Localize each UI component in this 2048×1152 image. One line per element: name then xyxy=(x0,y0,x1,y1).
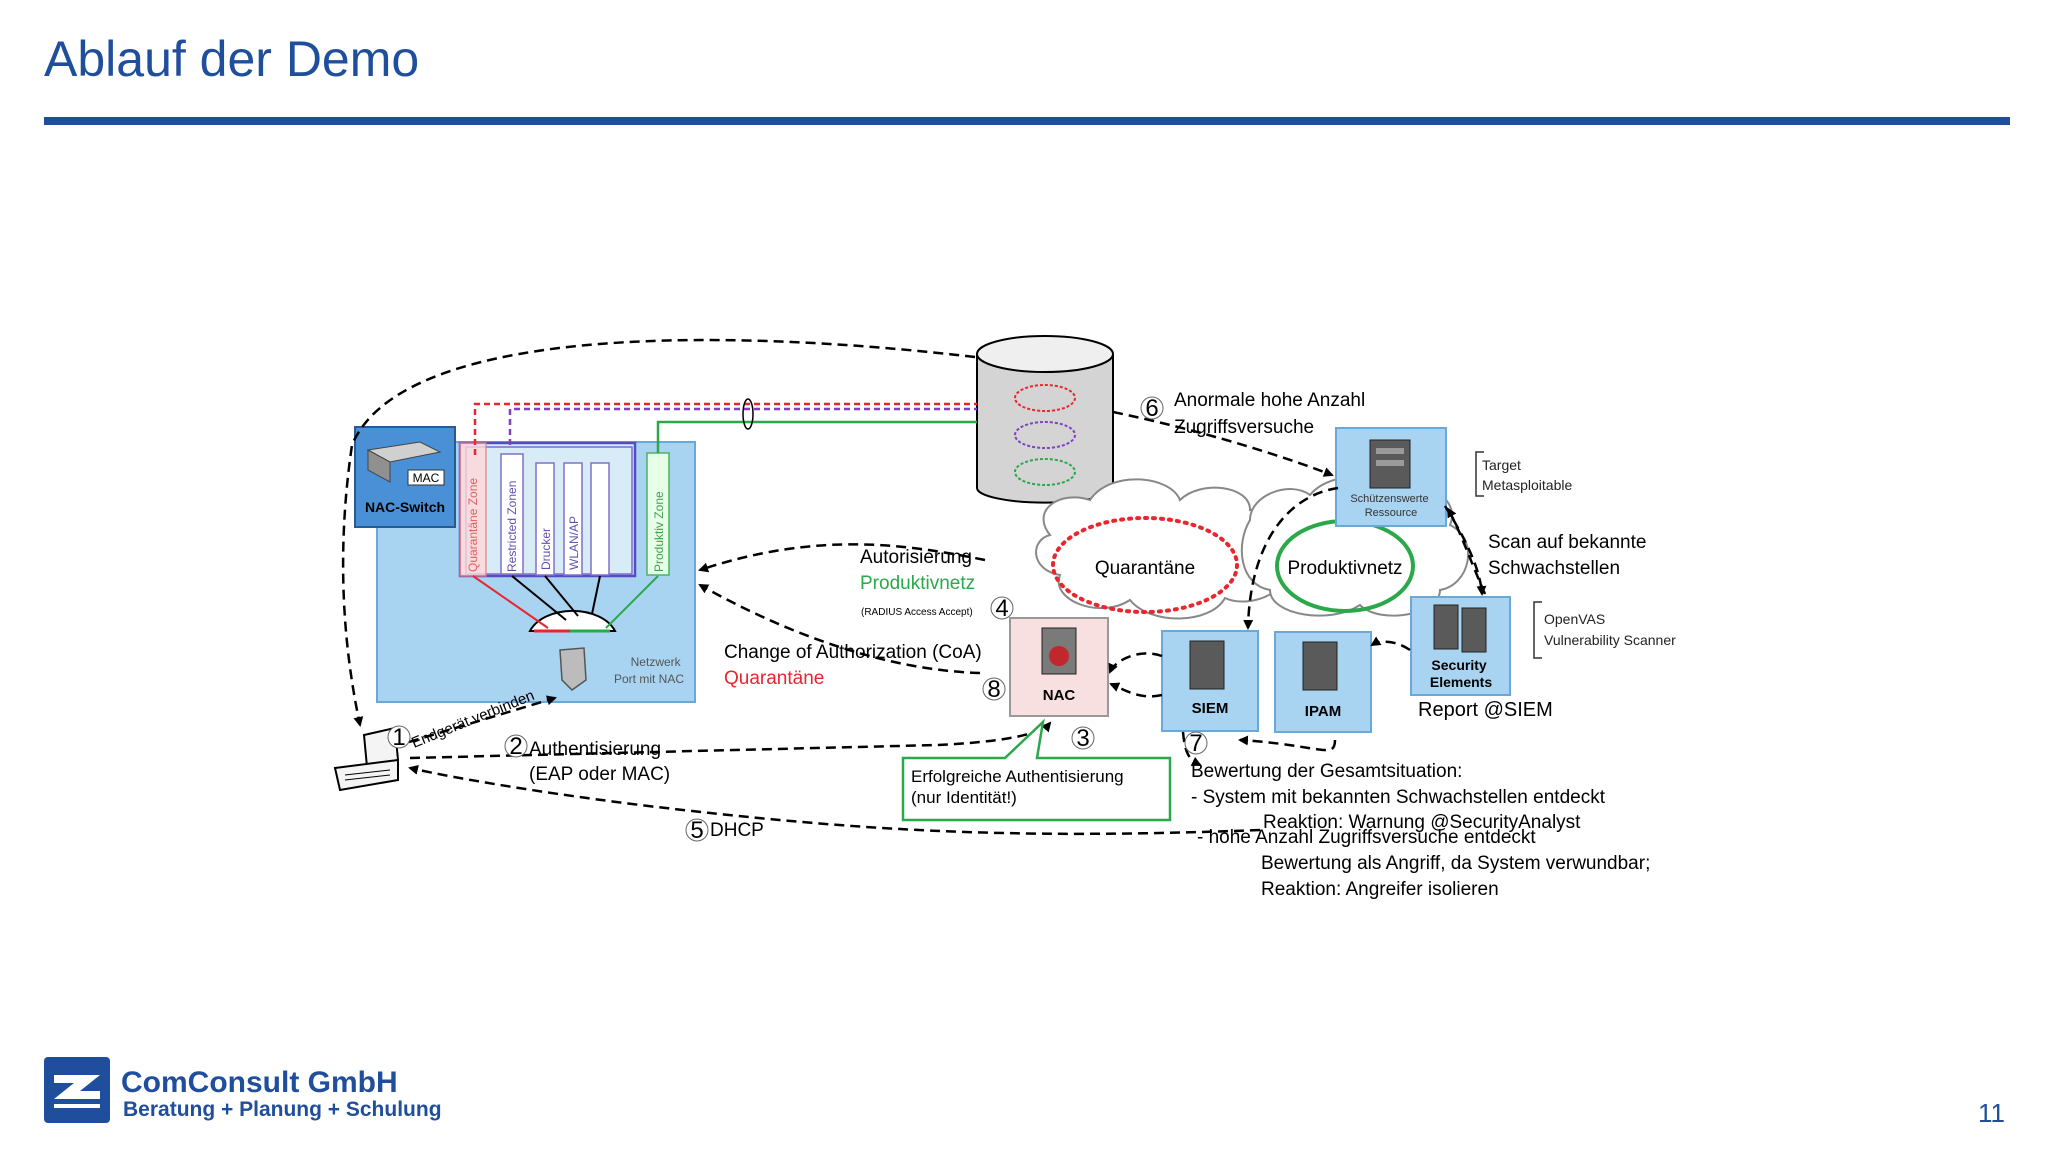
step6-line-2: Zugriffsversuche xyxy=(1174,417,1314,438)
openvas-note-line-2: Vulnerability Scanner xyxy=(1544,632,1676,648)
logo-name: ComConsult GmbH xyxy=(121,1066,398,1099)
zone-wlan-label: WLAN/AP xyxy=(567,516,581,570)
step7-line-4: - hohe Anzahl Zugriffsversuche entdeckt xyxy=(1197,827,1536,848)
step6-num: 6 xyxy=(1145,395,1158,422)
scan-line-1: Scan auf bekannte xyxy=(1488,532,1646,553)
step-markers: 1 2 3 4 5 6 7 8 xyxy=(387,395,1208,844)
protected-resource-line-1: Schützenswerte xyxy=(1350,493,1428,505)
step7-line-5: Bewertung als Angriff, da System verwund… xyxy=(1261,853,1650,874)
security-elements-label: Security Elements xyxy=(1430,657,1492,690)
step5-text: DHCP xyxy=(710,820,764,841)
slide-title: Ablauf der Demo xyxy=(44,31,420,87)
protected-resource: Schützenswerte Ressource Target Metasplo… xyxy=(1335,427,1572,527)
step2-num: 2 xyxy=(509,733,522,760)
port-label-line-1: Netzwerk xyxy=(631,655,682,669)
nac-label: NAC xyxy=(1043,687,1076,704)
step8-num: 8 xyxy=(987,676,1000,703)
vlan-link-purple xyxy=(508,407,977,445)
openvas-note: OpenVAS Vulnerability Scanner xyxy=(1544,611,1676,648)
nac-switch-label: NAC-Switch xyxy=(365,499,445,515)
mac-tag: MAC xyxy=(413,471,440,485)
zone-drucker-label: Drucker xyxy=(539,528,553,570)
step3-line-2: (nur Identität!) xyxy=(911,788,1017,807)
report-label: Report @SIEM xyxy=(1418,699,1553,721)
step7-text: Bewertung der Gesamtsituation: - System … xyxy=(1191,761,1656,900)
step6-text: Anormale hohe Anzahl Zugriffsversuche xyxy=(1174,390,1370,438)
port-label-line-2: Port mit NAC xyxy=(614,672,684,686)
step2-line-1: Authentisierung xyxy=(529,739,661,760)
step7-line-6: Reaktion: Angreifer isolieren xyxy=(1261,879,1499,900)
vlan-link-red xyxy=(473,402,977,455)
protected-resource-line-2: Ressource xyxy=(1365,507,1418,519)
step3-num: 3 xyxy=(1076,725,1089,752)
step3-callout: Erfolgreiche Authentisierung (nur Identi… xyxy=(901,718,1172,822)
scan-line-2: Schwachstellen xyxy=(1488,558,1620,579)
step8-title: Change of Authorization (CoA) xyxy=(724,642,982,663)
step3-text: Erfolgreiche Authentisierung (nur Identi… xyxy=(911,767,1128,807)
step7-line-1: Bewertung der Gesamtsituation: xyxy=(1191,761,1462,782)
step7-num: 7 xyxy=(1189,730,1202,757)
step1-num: 1 xyxy=(392,724,405,751)
siem-label: SIEM xyxy=(1192,700,1229,717)
ipam-label: IPAM xyxy=(1305,703,1341,720)
step4-network: Produktivnetz xyxy=(860,573,975,594)
quarantine-net-label: Quarantäne xyxy=(1095,558,1195,579)
target-note-line-2: Metasploitable xyxy=(1482,477,1572,493)
zone-quarantine-label: Quarantäne Zone xyxy=(466,478,480,572)
title-underline xyxy=(44,117,2010,125)
logo-tagline: Beratung + Planung + Schulung xyxy=(123,1098,442,1121)
comconsult-logo-mark xyxy=(44,1057,110,1123)
step7-line-3: Reaktion: Warnung @SecurityAnalyst xyxy=(1263,812,1581,833)
nac-switch: MAC NAC-Switch xyxy=(354,426,456,528)
zone-restricted-label: Restricted Zonen xyxy=(505,481,519,572)
step2-text: Authentisierung (EAP oder MAC) xyxy=(529,739,670,785)
step2-line-2: (EAP oder MAC) xyxy=(529,764,670,785)
switch-area: Quarantäne Zone Restricted Zonen Drucker… xyxy=(376,441,696,703)
port-label: Netzwerk Port mit NAC xyxy=(614,655,684,686)
step5-num: 5 xyxy=(690,817,703,844)
flows xyxy=(341,338,1487,836)
step4-title: Autorisierung xyxy=(860,547,972,568)
step3-line-1: Erfolgreiche Authentisierung xyxy=(911,767,1124,786)
protected-resource-label: Schützenswerte Ressource xyxy=(1350,493,1431,519)
produktiv-net-label: Produktivnetz xyxy=(1287,558,1402,579)
step7-line-2: - System mit bekannten Schwachstellen en… xyxy=(1191,787,1606,808)
security-elements-line-1: Security xyxy=(1431,657,1486,673)
nac-server: NAC xyxy=(1009,617,1109,717)
security-elements: Security Elements OpenVAS Vulnerability … xyxy=(1410,596,1676,721)
target-note: Target Metasploitable xyxy=(1482,457,1572,493)
step4-sub: (RADIUS Access Accept) xyxy=(861,607,973,618)
ipam-box: IPAM xyxy=(1274,631,1372,733)
page-number: 11 xyxy=(1978,1098,2005,1128)
router xyxy=(976,335,1114,504)
target-note-line-1: Target xyxy=(1482,457,1521,473)
siem-box: SIEM xyxy=(1161,630,1259,732)
step8-network: Quarantäne xyxy=(724,668,824,689)
step4-num: 4 xyxy=(995,595,1008,622)
openvas-note-line-1: OpenVAS xyxy=(1544,611,1605,627)
zone-produktiv-label: Produktiv Zone xyxy=(652,491,666,572)
step6-line-1: Anormale hohe Anzahl xyxy=(1174,390,1365,411)
security-elements-line-2: Elements xyxy=(1430,674,1492,690)
vlan-link-green xyxy=(656,420,977,453)
scan-text: Scan auf bekannte Schwachstellen xyxy=(1488,532,1652,579)
